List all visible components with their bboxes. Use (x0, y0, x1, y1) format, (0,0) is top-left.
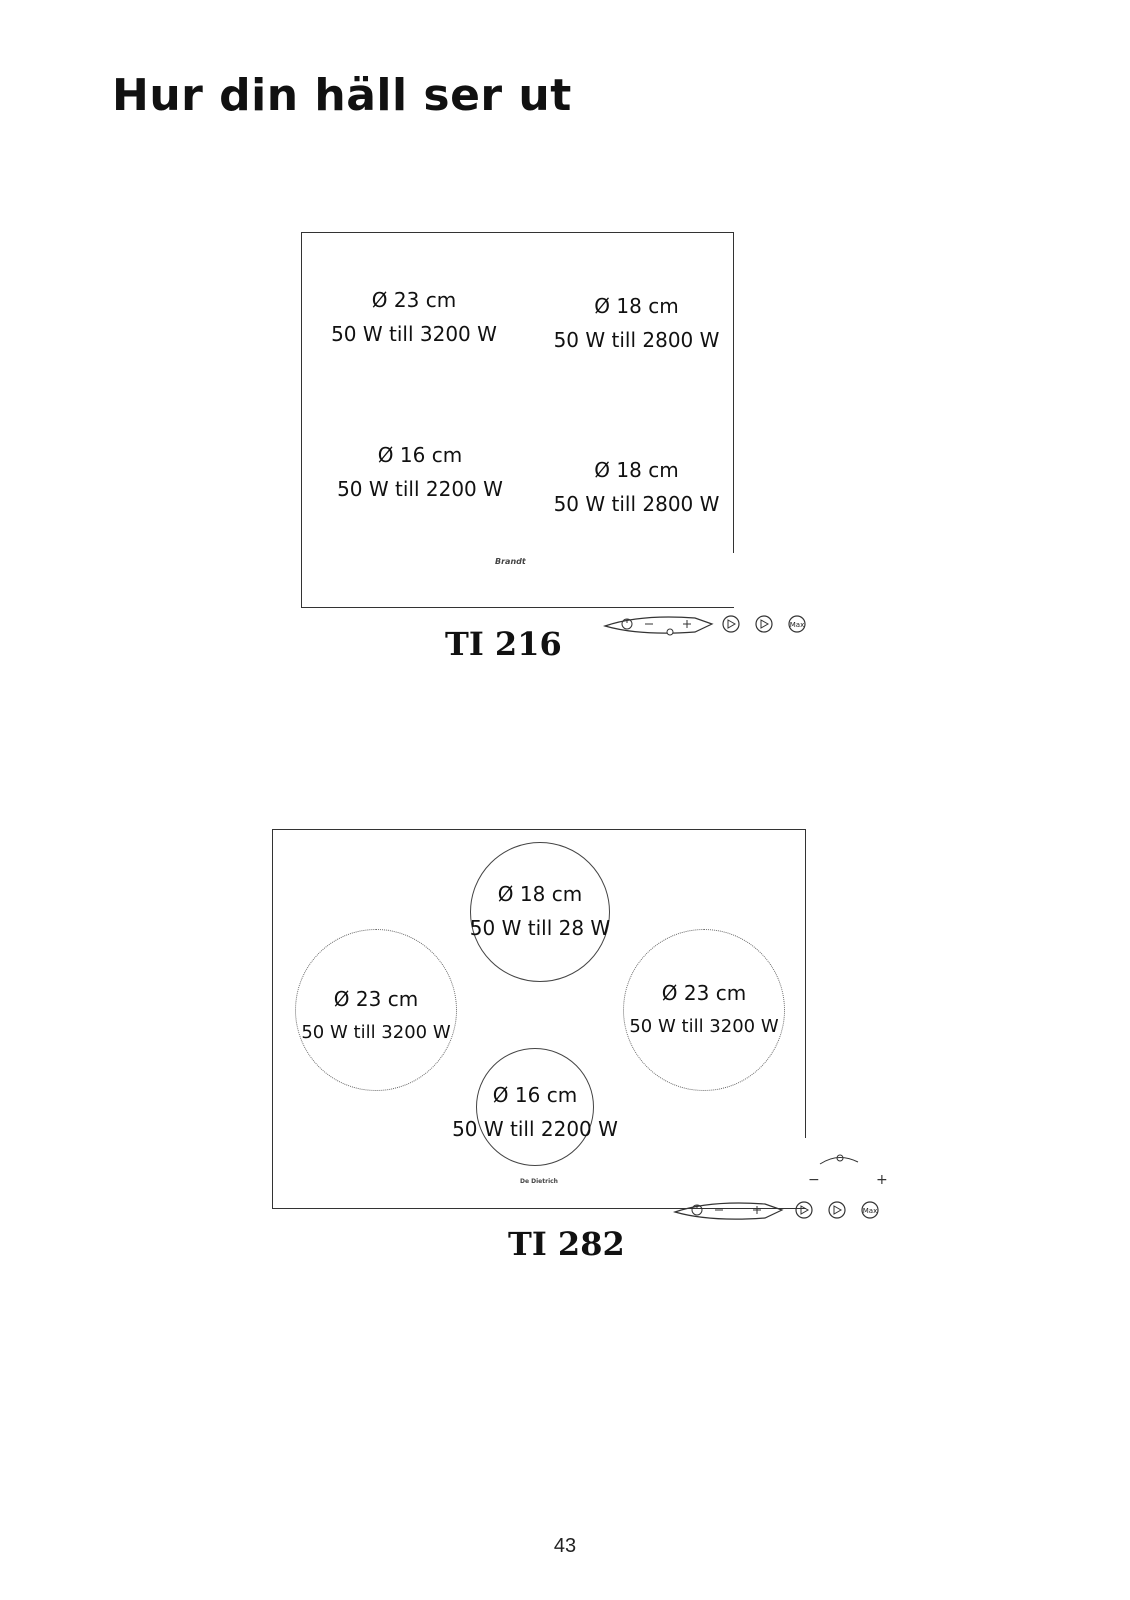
zone-diameter: Ø 16 cm (492, 1083, 578, 1107)
zone-diameter: Ø 18 cm (497, 882, 583, 906)
page-number: 43 (553, 1535, 577, 1557)
boost-icon (828, 1201, 846, 1219)
zone-diameter: Ø 18 cm (594, 458, 679, 482)
hob-edge (804, 830, 806, 1138)
hob-ti216-diagram: Ø 23 cm 50 W till 3200 W Ø 18 cm 50 W ti… (301, 232, 734, 608)
play-icon (722, 615, 740, 633)
play-icon (795, 1201, 813, 1219)
zone-power: 50 W till 2800 W (553, 492, 720, 516)
control-panel-ti282: − + Max (672, 1154, 888, 1220)
zone-diameter: Ø 23 cm (333, 987, 419, 1011)
model-label-ti216: TI 216 (445, 625, 562, 663)
zone-diameter: Ø 23 cm (371, 288, 457, 312)
zone-diameter: Ø 18 cm (594, 294, 679, 318)
brand-logo: Brandt (495, 557, 526, 566)
zone-power: 50 W till 3200 W (331, 322, 497, 346)
zone-diameter: Ø 23 cm (661, 981, 747, 1005)
zone-front-right: Ø 18 cm 50 W till 2800 W (544, 289, 729, 357)
zone-diameter: Ø 16 cm (377, 443, 463, 467)
zone-front: Ø 16 cm 50 W till 2200 W (440, 1078, 630, 1146)
max-icon (861, 1201, 879, 1219)
indicator-icon (836, 1154, 844, 1162)
zone-ring-right (623, 929, 785, 1091)
zone-power: 50 W till 3200 W (301, 1022, 451, 1043)
model-label-ti282: TI 282 (508, 1225, 625, 1263)
zone-left: Ø 23 cm 50 W till 3200 W (291, 982, 461, 1050)
hob-edge (732, 233, 734, 553)
page-title: Hur din häll ser ut (112, 70, 572, 121)
max-label: Max (790, 621, 804, 629)
zone-ring-left (295, 929, 457, 1091)
zone-front-left: Ø 23 cm 50 W till 3200 W (324, 283, 504, 351)
control-panel-ti216: Max (602, 615, 806, 636)
indicator-arc (819, 1157, 859, 1165)
max-label: Max (863, 1207, 877, 1215)
zone-right: Ø 23 cm 50 W till 3200 W (619, 976, 789, 1044)
control-slider-outline (672, 1202, 784, 1220)
zone-power: 50 W till 28 W (469, 916, 611, 940)
boost-icon (755, 615, 773, 633)
zone-ring-front (476, 1048, 594, 1166)
zone-rear-right: Ø 18 cm 50 W till 2800 W (544, 453, 729, 521)
minus-label: − (808, 1172, 820, 1188)
zone-power: 50 W till 2200 W (452, 1117, 618, 1141)
control-slider-outline (602, 616, 714, 634)
zone-power: 50 W till 2200 W (337, 477, 503, 501)
zone-power: 50 W till 3200 W (629, 1016, 779, 1037)
zone-power: 50 W till 2800 W (553, 328, 720, 352)
hob-ti282-diagram: Ø 18 cm 50 W till 28 W Ø 23 cm 50 W till… (272, 829, 806, 1209)
zone-rear: Ø 18 cm 50 W till 28 W (445, 877, 635, 945)
max-icon (788, 615, 806, 633)
zone-rear-left: Ø 16 cm 50 W till 2200 W (330, 438, 510, 506)
slider-knob (666, 628, 674, 636)
plus-label: + (876, 1172, 888, 1188)
brand-logo: De Dietrich (520, 1178, 558, 1185)
zone-ring-rear (470, 842, 610, 982)
